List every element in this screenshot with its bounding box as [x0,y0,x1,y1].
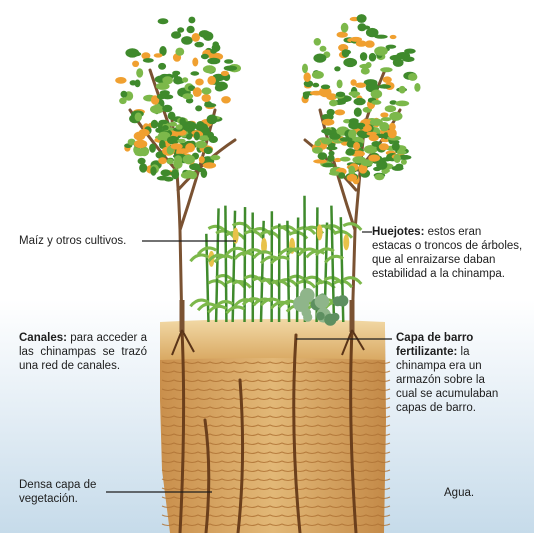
label-agua-text: Agua. [444,487,474,499]
label-huejotes: Huejotes: estos eran estacas o troncos d… [372,225,524,281]
label-canales-title: Canales: [19,332,67,344]
label-huejotes-title: Huejotes: [372,226,424,238]
label-capa-barro: Capa de barro fertilizante: la chinampa … [396,331,508,415]
label-densa: Densa capa de vegetación. [19,478,109,506]
label-maiz: Maíz y otros cultivos. [19,234,144,248]
label-maiz-text: Maíz y otros cultivos. [19,235,126,247]
label-canales: Canales: para acceder a las chinampas se… [19,331,147,373]
label-agua: Agua. [444,486,504,500]
label-densa-text: Densa capa de vegetación. [19,479,96,505]
